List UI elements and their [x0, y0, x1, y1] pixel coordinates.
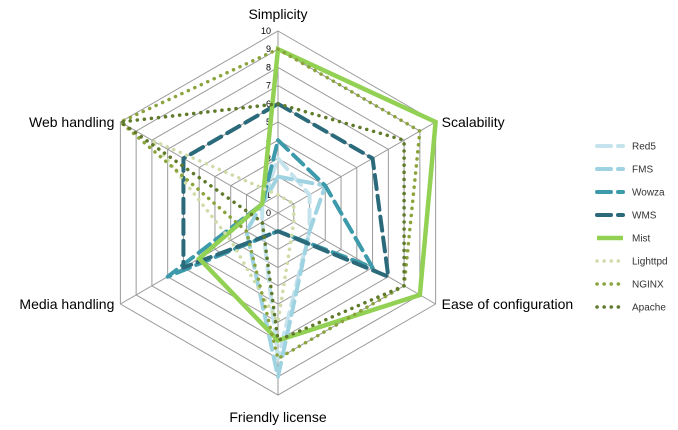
axis-spoke: [120, 121, 279, 214]
legend-label: Lighttpd: [632, 257, 668, 268]
series-line-mist: [195, 45, 439, 343]
series-line-wms: [181, 101, 391, 279]
legend-label: FMS: [632, 165, 653, 176]
axis-label: Simplicity: [248, 6, 307, 22]
legend-label: Wowza: [632, 188, 665, 199]
axis-spoke: [277, 121, 436, 214]
tick-label: 8: [266, 62, 271, 72]
axis-label: Media handling: [19, 296, 114, 312]
tick-label: 10: [261, 26, 271, 36]
axis-label: Ease of configuration: [442, 296, 574, 312]
axis-label: Web handling: [29, 114, 114, 130]
tick-label: 6: [266, 99, 271, 109]
axis-label: Friendly license: [229, 409, 326, 425]
legend-label: NGINX: [632, 280, 664, 291]
legend-label: Apache: [632, 303, 666, 314]
legend-label: WMS: [632, 211, 657, 222]
series-line-nginx: [118, 47, 422, 361]
axis-spoke: [277, 212, 436, 305]
tick-label: 7: [266, 81, 271, 91]
tick-label: 1: [266, 190, 271, 200]
tick-label: 0: [266, 208, 271, 218]
axis-label: Scalability: [442, 114, 505, 130]
tick-label: 9: [266, 44, 271, 54]
legend-label: Mist: [632, 234, 651, 245]
series-lines: [118, 45, 439, 379]
legend-label: Red5: [632, 142, 656, 153]
